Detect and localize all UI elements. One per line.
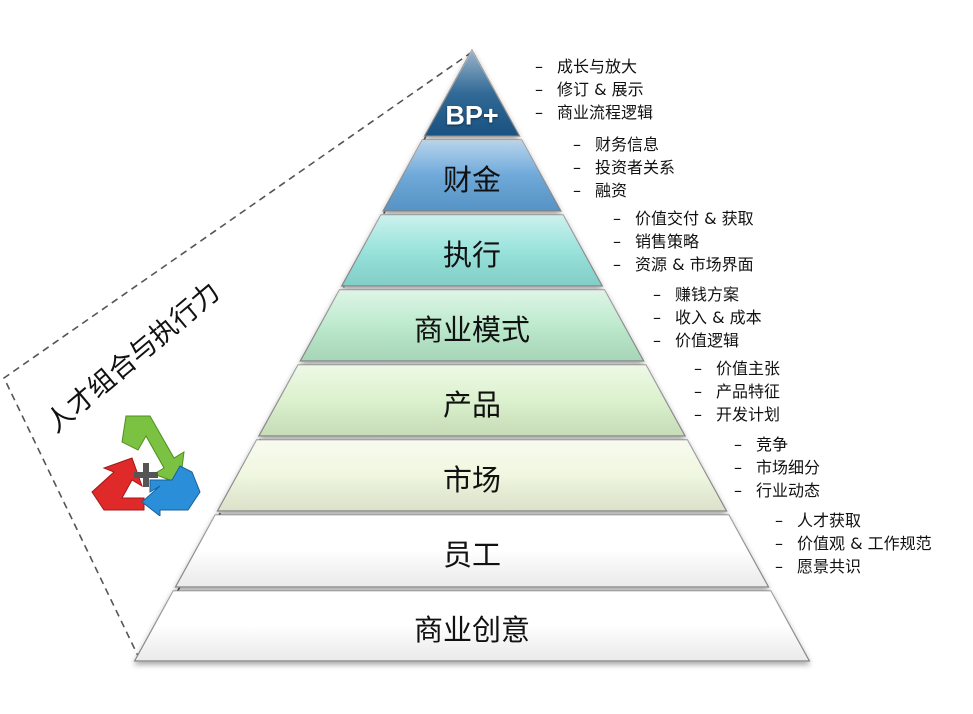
tier-bullet: 销售策略: [613, 230, 754, 253]
pyramid-tier-gloss: [175, 515, 769, 587]
tier-label: 产品: [442, 387, 502, 422]
tier-bullet: 成长与放大: [535, 55, 653, 78]
tier-label: 商业模式: [413, 312, 531, 347]
tier-bullet-list: 竞争市场细分行业动态: [734, 433, 820, 502]
logo-blue-arrow: [141, 465, 201, 516]
tier-bullet: 投资者关系: [573, 156, 675, 179]
pyramid-tier-gloss: [217, 440, 727, 511]
pyramid-tier-gloss: [258, 365, 686, 436]
tier-bullet-list: 价值交付 & 获取销售策略资源 & 市场界面: [613, 207, 754, 276]
tier-bullet: 价值观 & 工作规范: [775, 532, 932, 555]
pyramid-tier-gloss: [341, 215, 603, 286]
tier-label: 财金: [442, 162, 502, 197]
tier-bullet: 财务信息: [573, 133, 675, 156]
tier-label: 执行: [442, 237, 502, 272]
tier-bullet: 价值交付 & 获取: [613, 207, 754, 230]
recycle-plus-icon: [91, 415, 201, 516]
tier-bullet: 价值主张: [694, 357, 780, 380]
pyramid-tier-gloss: [300, 290, 644, 361]
tier-label: 员工: [442, 538, 502, 572]
tier-bullet-list: 成长与放大修订 & 展示商业流程逻辑: [535, 55, 653, 124]
tier-bullet-list: 价值主张产品特征开发计划: [694, 357, 780, 426]
tier-bullet: 商业流程逻辑: [535, 101, 653, 124]
tier-bullet: 愿景共识: [775, 555, 932, 578]
tier-bullet: 收入 & 成本: [653, 306, 762, 329]
pyramid-tier-gloss: [134, 591, 810, 661]
tier-bullet-list: 财务信息投资者关系融资: [573, 133, 675, 202]
tier-label: 市场: [442, 462, 502, 497]
pyramid-tier-gloss: [424, 50, 520, 136]
tier-bullet: 行业动态: [734, 479, 820, 502]
tier-bullet: 赚钱方案: [653, 283, 762, 306]
tier-label: 商业创意: [413, 613, 531, 647]
tier-bullet: 竞争: [734, 433, 820, 456]
tier-bullet: 开发计划: [694, 403, 780, 426]
tier-bullet: 资源 & 市场界面: [613, 253, 754, 276]
tier-bullet: 市场细分: [734, 456, 820, 479]
tier-bullet-list: 赚钱方案收入 & 成本价值逻辑: [653, 283, 762, 352]
tier-bullet: 融资: [573, 179, 675, 202]
logo-plus-v: [143, 463, 149, 487]
tier-bullet: 价值逻辑: [653, 329, 762, 352]
tier-bullet: 人才获取: [775, 509, 932, 532]
tier-bullet: 修订 & 展示: [535, 78, 653, 101]
tier-bullet-list: 人才获取价值观 & 工作规范愿景共识: [775, 509, 932, 578]
pyramid-tier-gloss: [383, 140, 561, 211]
tier-label: BP+: [445, 100, 499, 131]
tier-bullet: 产品特征: [694, 380, 780, 403]
logo-red-arrow: [91, 457, 145, 511]
